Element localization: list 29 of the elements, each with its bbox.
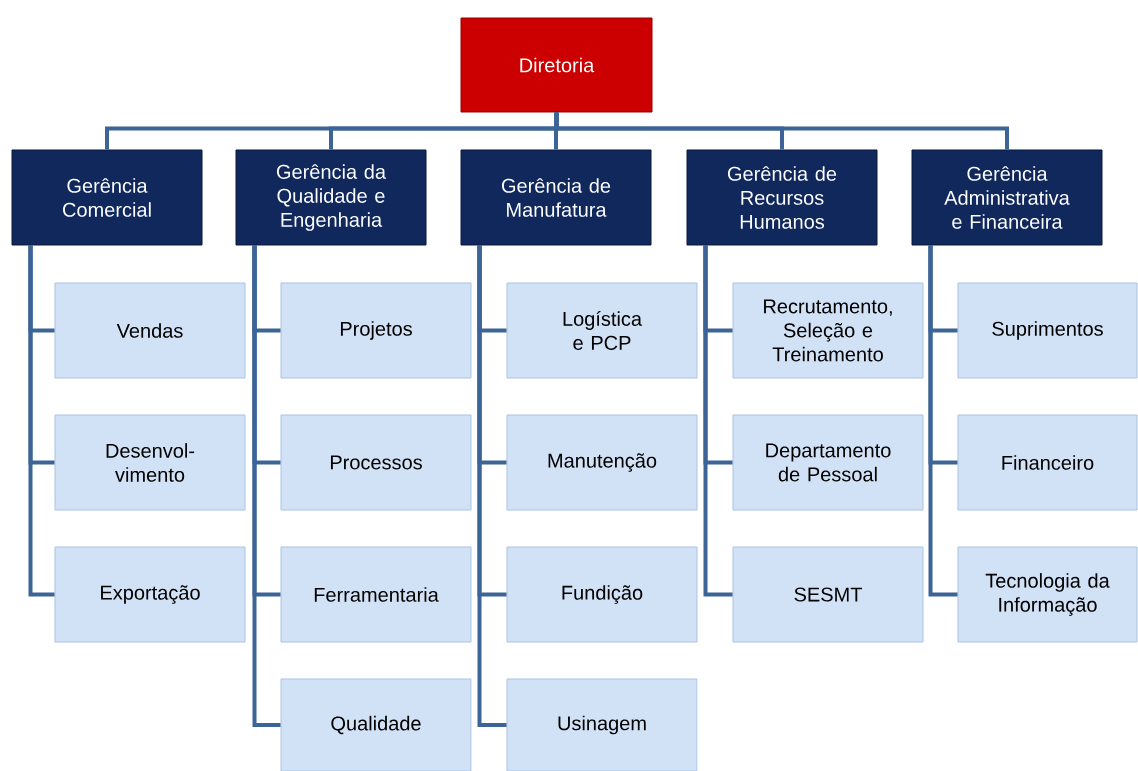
manager-box: Gerência da Qualidade e Engenharia bbox=[235, 149, 427, 246]
director-box: Diretoria bbox=[460, 17, 653, 113]
department-box: Financeiro bbox=[957, 414, 1138, 511]
department-box: Qualidade bbox=[280, 678, 472, 771]
connector-line bbox=[703, 245, 733, 597]
manager-box: Gerência Comercial bbox=[11, 149, 203, 246]
department-box: Desenvol- vimento bbox=[54, 414, 246, 511]
department-box: Manutenção bbox=[506, 414, 698, 511]
department-box: Fundição bbox=[506, 546, 698, 643]
department-box: Exportação bbox=[54, 546, 246, 643]
department-box: Logística e PCP bbox=[506, 282, 698, 379]
manager-box: Gerência de Manufatura bbox=[460, 149, 652, 246]
connector-line bbox=[554, 112, 1009, 150]
department-box: Suprimentos bbox=[957, 282, 1138, 379]
department-box: Vendas bbox=[54, 282, 246, 379]
department-box: Usinagem bbox=[506, 678, 698, 771]
department-box: Tecnologia da Informação bbox=[957, 546, 1138, 643]
department-box: Recrutamento, Seleção e Treinamento bbox=[732, 282, 924, 379]
department-box: Projetos bbox=[280, 282, 472, 379]
department-box: Departamento de Pessoal bbox=[732, 414, 924, 511]
department-box: SESMT bbox=[732, 546, 924, 643]
connector-line bbox=[928, 245, 958, 597]
connector-line bbox=[252, 245, 281, 727]
connector-line bbox=[477, 245, 507, 727]
connector-line bbox=[28, 245, 55, 597]
manager-box: Gerência Administrativa e Financeira bbox=[911, 149, 1103, 246]
department-box: Processos bbox=[280, 414, 472, 511]
department-box: Ferramentaria bbox=[280, 546, 472, 643]
manager-box: Gerência de Recursos Humanos bbox=[686, 149, 878, 246]
